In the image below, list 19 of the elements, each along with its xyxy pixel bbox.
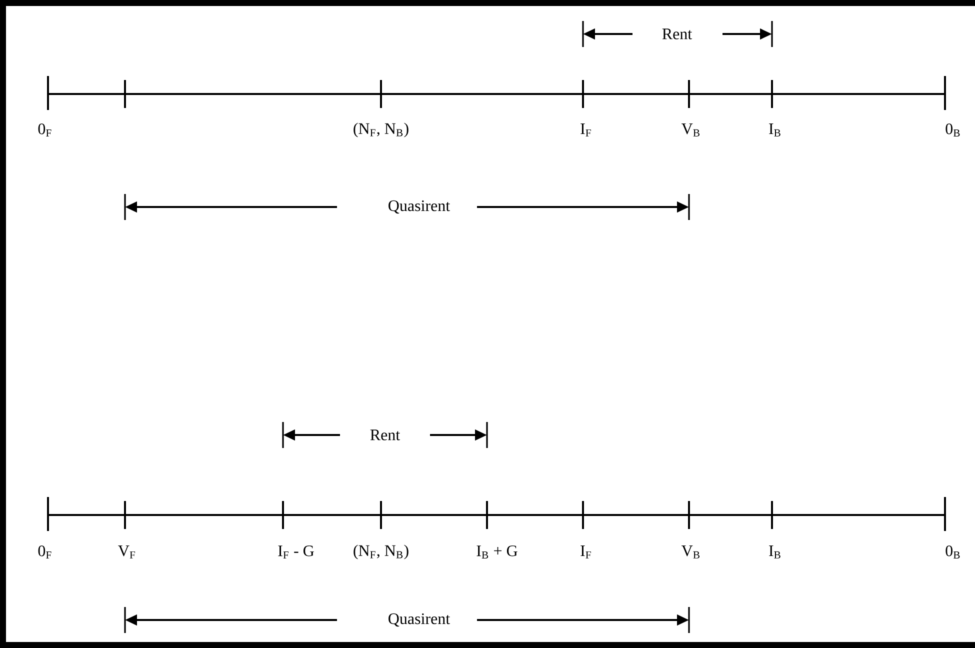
tick-label: (N$_{F}$, N$_{B}$): [354, 544, 408, 560]
tick-label: 0$_{B}$: [946, 545, 960, 559]
tick-label: V$_{B}$: [682, 124, 700, 136]
tick-label: I$_{F}$ - G: [278, 546, 314, 558]
tick-label: 0$_{B}$: [946, 123, 960, 137]
tick-label: I$_{B}$: [769, 546, 780, 558]
dimension-label: Rent: [662, 28, 692, 40]
tick-label: 0$_{F}$: [38, 123, 52, 137]
tick-label: V$_{F}$: [118, 546, 136, 558]
tick-label: V$_{B}$: [682, 546, 700, 558]
dimension-label: Quasirent: [388, 200, 450, 214]
tick-label: 0$_{F}$: [38, 545, 52, 559]
tick-label: I$_{B}$ + G: [476, 545, 518, 558]
tick-label: I$_{B}$: [769, 124, 780, 136]
tick-label: (N$_{F}$, N$_{B}$): [354, 122, 408, 138]
tick-label: I$_{F}$: [580, 546, 591, 558]
tick-label: I$_{F}$: [580, 124, 591, 136]
dimension-label: Quasirent: [388, 613, 450, 627]
dimension-label: Rent: [370, 430, 400, 440]
